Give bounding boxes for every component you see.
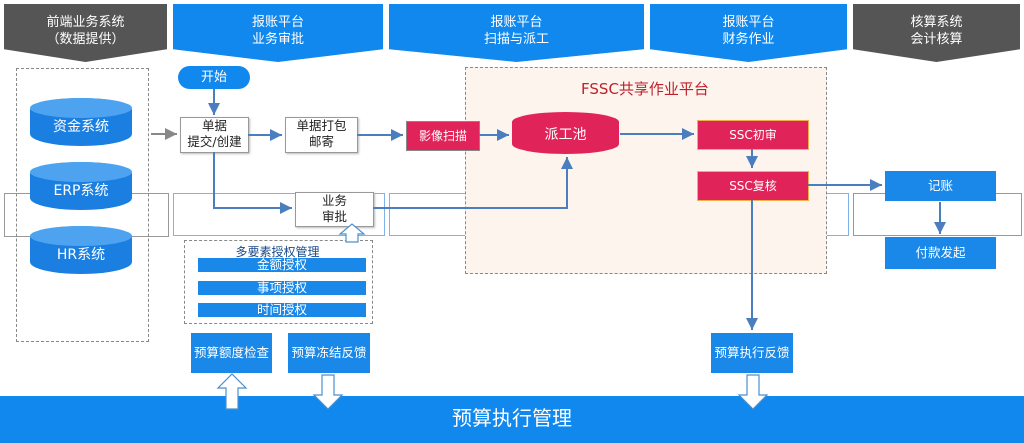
db-treasury: 资金系统 <box>30 98 132 146</box>
dispatch-pool: 派工池 <box>512 112 619 154</box>
header-line: 财务作业 <box>722 32 775 47</box>
header-line: 业务审批 <box>251 32 304 47</box>
fssc-title: FSSC共享作业平台 <box>581 80 709 98</box>
budget-freeze-box: 预算冻结反馈 <box>288 333 370 373</box>
header-finance-ops: 报账平台财务作业 <box>650 4 847 62</box>
biz-approval-box: 业务审批 <box>295 192 374 227</box>
bookkeeping-box: 记账 <box>885 171 996 201</box>
package-mail-box: 单据打包邮寄 <box>285 117 358 153</box>
db-hr: HR系统 <box>30 226 132 274</box>
db-label: ERP系统 <box>53 183 109 199</box>
header-line: 会计核算 <box>910 32 963 47</box>
hollow-arrow-down-freeze <box>312 374 344 410</box>
box-line: 业务 <box>321 193 347 208</box>
header-scan-dispatch: 报账平台扫描与派工 <box>389 4 644 62</box>
box-line: 审批 <box>321 209 347 224</box>
hollow-arrow-up-approval <box>338 223 366 243</box>
budget-exec-feedback-box: 预算执行反馈 <box>711 333 793 373</box>
box-line: 单据 <box>201 118 227 133</box>
submit-create-box: 单据提交/创建 <box>180 117 249 153</box>
db-label: HR系统 <box>56 247 106 263</box>
source-systems-group <box>16 68 149 342</box>
budget-check-box: 预算额度检查 <box>191 333 272 373</box>
db-label: 资金系统 <box>53 119 109 135</box>
header-line: 报账平台 <box>490 15 543 30</box>
header-biz-approval: 报账平台业务审批 <box>173 4 383 62</box>
box-line: 邮寄 <box>308 134 334 149</box>
fssc-platform <box>465 67 827 274</box>
arrow-submit-approval <box>213 152 292 214</box>
auth-management-group <box>184 240 373 324</box>
start-node: 开始 <box>178 66 250 89</box>
header-line: 扫描与派工 <box>483 32 549 47</box>
auth-title: 多要素授权管理 <box>235 245 320 259</box>
arrow-approval-pool <box>373 157 573 209</box>
header-frontend-systems: 前端业务系统 （数据提供） <box>4 4 167 62</box>
payment-initiation-box: 付款发起 <box>885 237 996 269</box>
hollow-arrow-down-exec <box>737 374 769 410</box>
auth-matter: 事项授权 <box>198 281 366 295</box>
header-line: 报账平台 <box>722 15 775 30</box>
header-line: （数据提供） <box>46 32 125 47</box>
budget-execution-management: 预算执行管理 <box>0 396 1024 443</box>
header-line: 核算系统 <box>910 15 963 30</box>
ssc-recheck: SSC复核 <box>697 171 809 201</box>
hollow-arrow-up-budget-check <box>216 373 248 410</box>
header-line: 前端业务系统 <box>46 15 125 30</box>
box-line: 单据打包 <box>296 118 347 133</box>
header-accounting: 核算系统会计核算 <box>853 4 1020 62</box>
ssc-first-review: SSC初审 <box>697 120 809 150</box>
box-line: 提交/创建 <box>187 134 242 149</box>
db-erp: ERP系统 <box>30 162 132 210</box>
auth-time: 时间授权 <box>198 303 366 317</box>
header-line: 报账平台 <box>251 15 304 30</box>
auth-amount: 金额授权 <box>198 258 366 272</box>
